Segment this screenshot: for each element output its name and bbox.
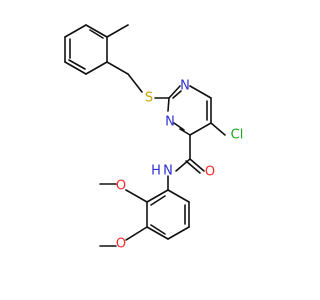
aromatic-inner-bond — [172, 90, 182, 99]
ring-bond — [146, 226, 169, 240]
ring-bond — [85, 24, 108, 38]
amide-hydrogen-label: H — [151, 164, 161, 179]
benzyl-s-bond — [127, 73, 143, 93]
benzyl-ring — [64, 24, 108, 75]
oxygen-label: O — [116, 179, 126, 194]
pyrimidine-ring — [167, 85, 212, 136]
aromatic-inner-bond — [89, 29, 104, 39]
nitrogen-label: N — [180, 79, 190, 94]
oxygen-label: O — [205, 165, 215, 180]
amide-nitrogen-label: N — [163, 164, 173, 179]
amide-n-bond — [175, 158, 191, 172]
dimethoxyphenyl-ring — [146, 189, 190, 240]
ring-bond — [64, 61, 87, 75]
ring-bond — [168, 85, 181, 99]
ring-bond — [64, 24, 87, 38]
chloro-bond — [210, 122, 226, 136]
methoxy-bond — [125, 189, 148, 203]
ring-bond — [189, 85, 212, 99]
ring-bond — [179, 128, 191, 136]
ring-bond — [85, 61, 108, 75]
ring-bond — [189, 122, 212, 136]
methyl-bond — [106, 24, 129, 38]
ring-bond — [167, 97, 170, 112]
aromatic-inner-bond — [150, 224, 166, 235]
benzyl-linker-bond — [106, 61, 129, 75]
nitrogen-label: N — [165, 115, 175, 130]
aromatic-inner-bond — [68, 59, 86, 70]
molecule-canvas: S N N Cl O N H O O — [64, 24, 244, 252]
carbonyl-double-bond — [189, 158, 205, 172]
carbonyl-double-bond — [185, 160, 201, 174]
oxygen-label: O — [116, 237, 126, 252]
ring-bond — [167, 226, 190, 240]
aromatic-inner-bond — [150, 195, 166, 206]
molecule-diagram: S N N Cl O N H O O — [64, 24, 244, 252]
ring-bond — [167, 189, 190, 203]
ring-bond — [146, 189, 169, 203]
methoxy-bond — [125, 226, 148, 241]
chlorine-label: Cl — [231, 128, 244, 143]
sulfur-label: S — [145, 91, 153, 106]
aromatic-inner-bond — [173, 122, 185, 131]
